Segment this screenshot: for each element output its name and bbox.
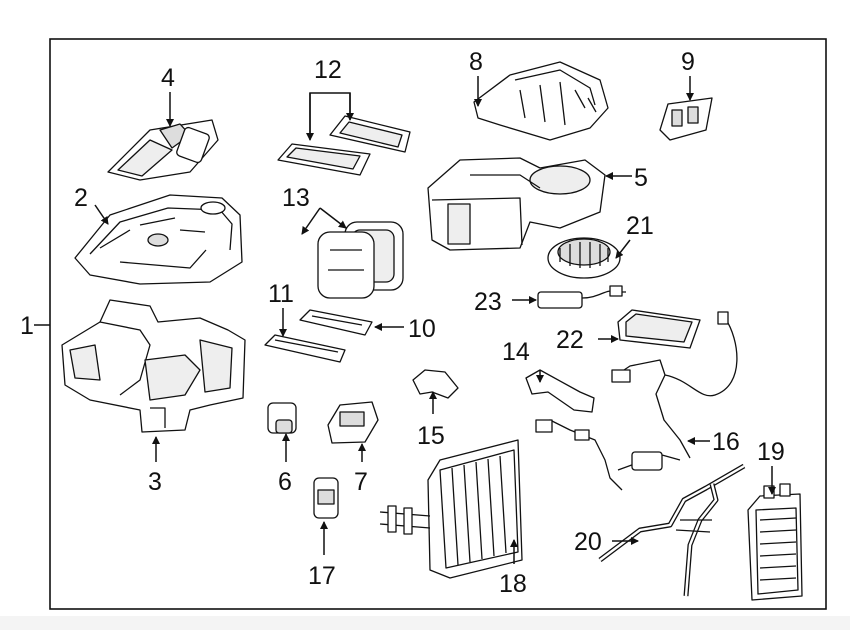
- part-3-lower-case: [61, 299, 246, 433]
- callout-8: 8: [469, 48, 483, 76]
- part-21-blower-motor: [547, 237, 621, 279]
- callout-13: 13: [282, 184, 310, 212]
- callout-18: 18: [499, 570, 527, 598]
- callout-23: 23: [474, 288, 502, 316]
- diagram-frame: [49, 38, 827, 610]
- part-23-sensor: [537, 285, 626, 309]
- callout-1: 1: [20, 312, 34, 340]
- leader-2: [94, 204, 109, 225]
- callout-11: 11: [268, 280, 294, 308]
- part-19-heater-core: [747, 483, 803, 601]
- leader-13b: [319, 207, 347, 229]
- part-20-tubes: [598, 463, 746, 597]
- part-18-evaporator: [379, 439, 523, 579]
- part-16-harness: [535, 311, 738, 491]
- part-10-bracket: [299, 309, 373, 336]
- callout-3: 3: [148, 468, 162, 496]
- callout-9: 9: [681, 48, 695, 76]
- callout-2: 2: [74, 184, 88, 212]
- part-17-sensor: [313, 477, 339, 519]
- part-13-seals: [317, 221, 404, 299]
- leader-13a: [301, 207, 321, 235]
- callout-19: 19: [757, 438, 785, 466]
- part-7-actuator: [327, 401, 379, 444]
- part-12-doors: [277, 115, 411, 176]
- callout-17: 17: [308, 562, 336, 590]
- callout-15: 15: [417, 422, 445, 450]
- part-2-heater-case: [74, 194, 243, 285]
- callout-16: 16: [712, 428, 740, 456]
- part-14-duct: [525, 369, 595, 413]
- part-4-upper-case: [107, 119, 219, 181]
- callout-20: 20: [574, 528, 602, 556]
- page-bottom-strip: [0, 616, 850, 630]
- part-6-actuator: [267, 402, 297, 434]
- part-15-clip: [412, 369, 459, 399]
- callout-12: 12: [314, 56, 342, 84]
- callout-10: 10: [408, 315, 436, 343]
- part-11-bracket: [264, 334, 346, 363]
- leader-21: [615, 239, 631, 259]
- callout-14: 14: [502, 338, 530, 366]
- callout-21: 21: [626, 212, 654, 240]
- part-9-resistor: [659, 97, 713, 141]
- part-22-cabin-filter: [617, 309, 701, 349]
- part-8-blower-housing: [473, 61, 609, 141]
- callout-5: 5: [634, 164, 648, 192]
- callout-4: 4: [161, 64, 175, 92]
- part-5-blower-case: [427, 157, 606, 251]
- callout-6: 6: [278, 468, 292, 496]
- callout-7: 7: [354, 468, 368, 496]
- callout-22: 22: [556, 326, 584, 354]
